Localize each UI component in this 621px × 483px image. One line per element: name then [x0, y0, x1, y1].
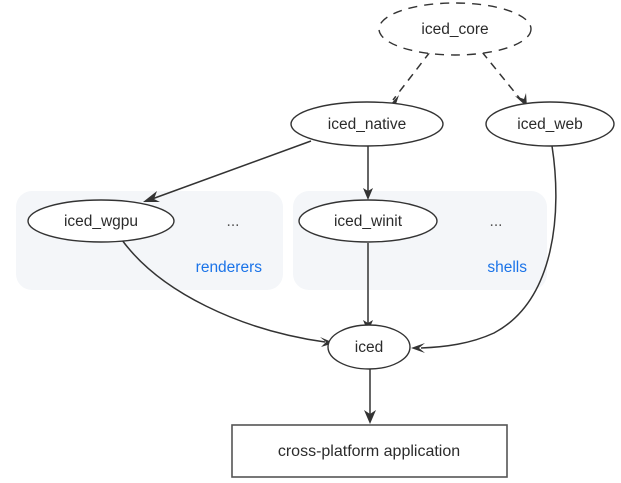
edge-iced-web-to-iced-arrowhead	[411, 343, 425, 353]
node-iced-wgpu-label: iced_wgpu	[64, 213, 138, 230]
edge-iced-wgpu-to-iced	[121, 239, 334, 347]
cluster-renderers-label: renderers	[196, 259, 263, 276]
edge-iced-core-to-iced-web-line	[481, 51, 522, 101]
node-cross-platform-application-shape[interactable]	[231, 424, 508, 478]
edge-iced-web-to-iced	[411, 145, 557, 353]
edge-iced-to-application	[364, 369, 376, 424]
edge-iced-to-application-arrowhead	[364, 410, 376, 424]
node-iced-native-label: iced_native	[328, 116, 406, 133]
edge-iced-web-to-iced-line	[420, 145, 557, 349]
node-cross-platform-application-label: cross-platform application	[278, 443, 460, 460]
node-cross-platform-application[interactable]: cross-platform application	[231, 424, 508, 478]
edge-iced-native-to-iced-wgpu-arrowhead	[143, 191, 160, 202]
node-iced-core-label: iced_core	[421, 21, 488, 38]
node-iced-shape[interactable]	[327, 324, 411, 370]
node-iced-web[interactable]: iced_web	[485, 101, 615, 147]
node-iced-label: iced	[355, 339, 383, 356]
node-iced-wgpu[interactable]: iced_wgpu	[27, 199, 175, 243]
node-iced-winit-shape[interactable]	[298, 199, 438, 243]
node-iced-web-label: iced_web	[517, 116, 583, 133]
node-iced-web-shape[interactable]	[485, 101, 615, 147]
node-iced-native[interactable]: iced_native	[290, 101, 444, 147]
node-iced-native-shape[interactable]	[290, 101, 444, 147]
node-iced-winit-label: iced_winit	[334, 213, 403, 230]
node-iced-core[interactable]: iced_core	[378, 2, 532, 56]
edge-iced-core-to-iced-web	[481, 51, 527, 107]
edge-iced-native-to-iced-wgpu	[143, 140, 312, 202]
edge-iced-native-to-iced-winit	[363, 146, 373, 200]
node-iced[interactable]: iced	[327, 324, 411, 370]
cluster-shells-ellipsis: ...	[490, 213, 503, 230]
edge-iced-native-to-iced-winit-arrowhead	[363, 188, 373, 200]
edge-iced-wgpu-to-iced-line	[121, 239, 326, 343]
node-iced-wgpu-shape[interactable]	[27, 199, 175, 243]
node-iced-winit[interactable]: iced_winit	[298, 199, 438, 243]
edge-iced-core-to-iced-native-line	[392, 51, 431, 101]
cluster-shells-label: shells	[487, 259, 527, 276]
edge-iced-native-to-iced-wgpu-line	[151, 140, 312, 200]
node-iced-core-shape[interactable]	[378, 2, 532, 56]
cluster-renderers-ellipsis: ...	[227, 213, 240, 230]
edge-iced-core-to-iced-native	[388, 51, 431, 107]
edge-iced-wgpu-to-iced-arrowhead	[320, 337, 334, 347]
